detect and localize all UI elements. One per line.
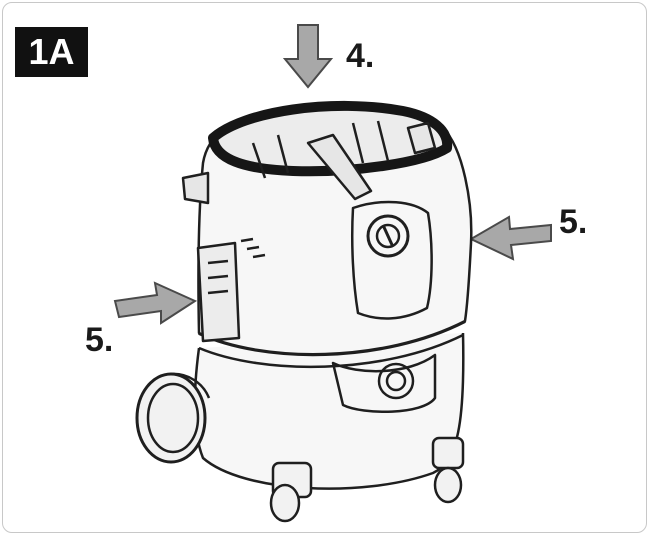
step-5-right-label: 5. — [559, 203, 588, 241]
step-4-label: 4. — [346, 37, 375, 75]
left-arrow-icon — [468, 215, 552, 261]
step-5-left-label: 5. — [85, 321, 114, 359]
figure-badge: 1A — [15, 27, 88, 77]
vacuum-illustration — [113, 24, 552, 523]
figure-frame: 1A — [2, 2, 647, 533]
right-arrow-icon — [113, 281, 198, 325]
figure-badge-label: 1A — [28, 31, 75, 72]
vacuum-body — [135, 100, 473, 523]
down-arrow-icon — [282, 24, 334, 89]
